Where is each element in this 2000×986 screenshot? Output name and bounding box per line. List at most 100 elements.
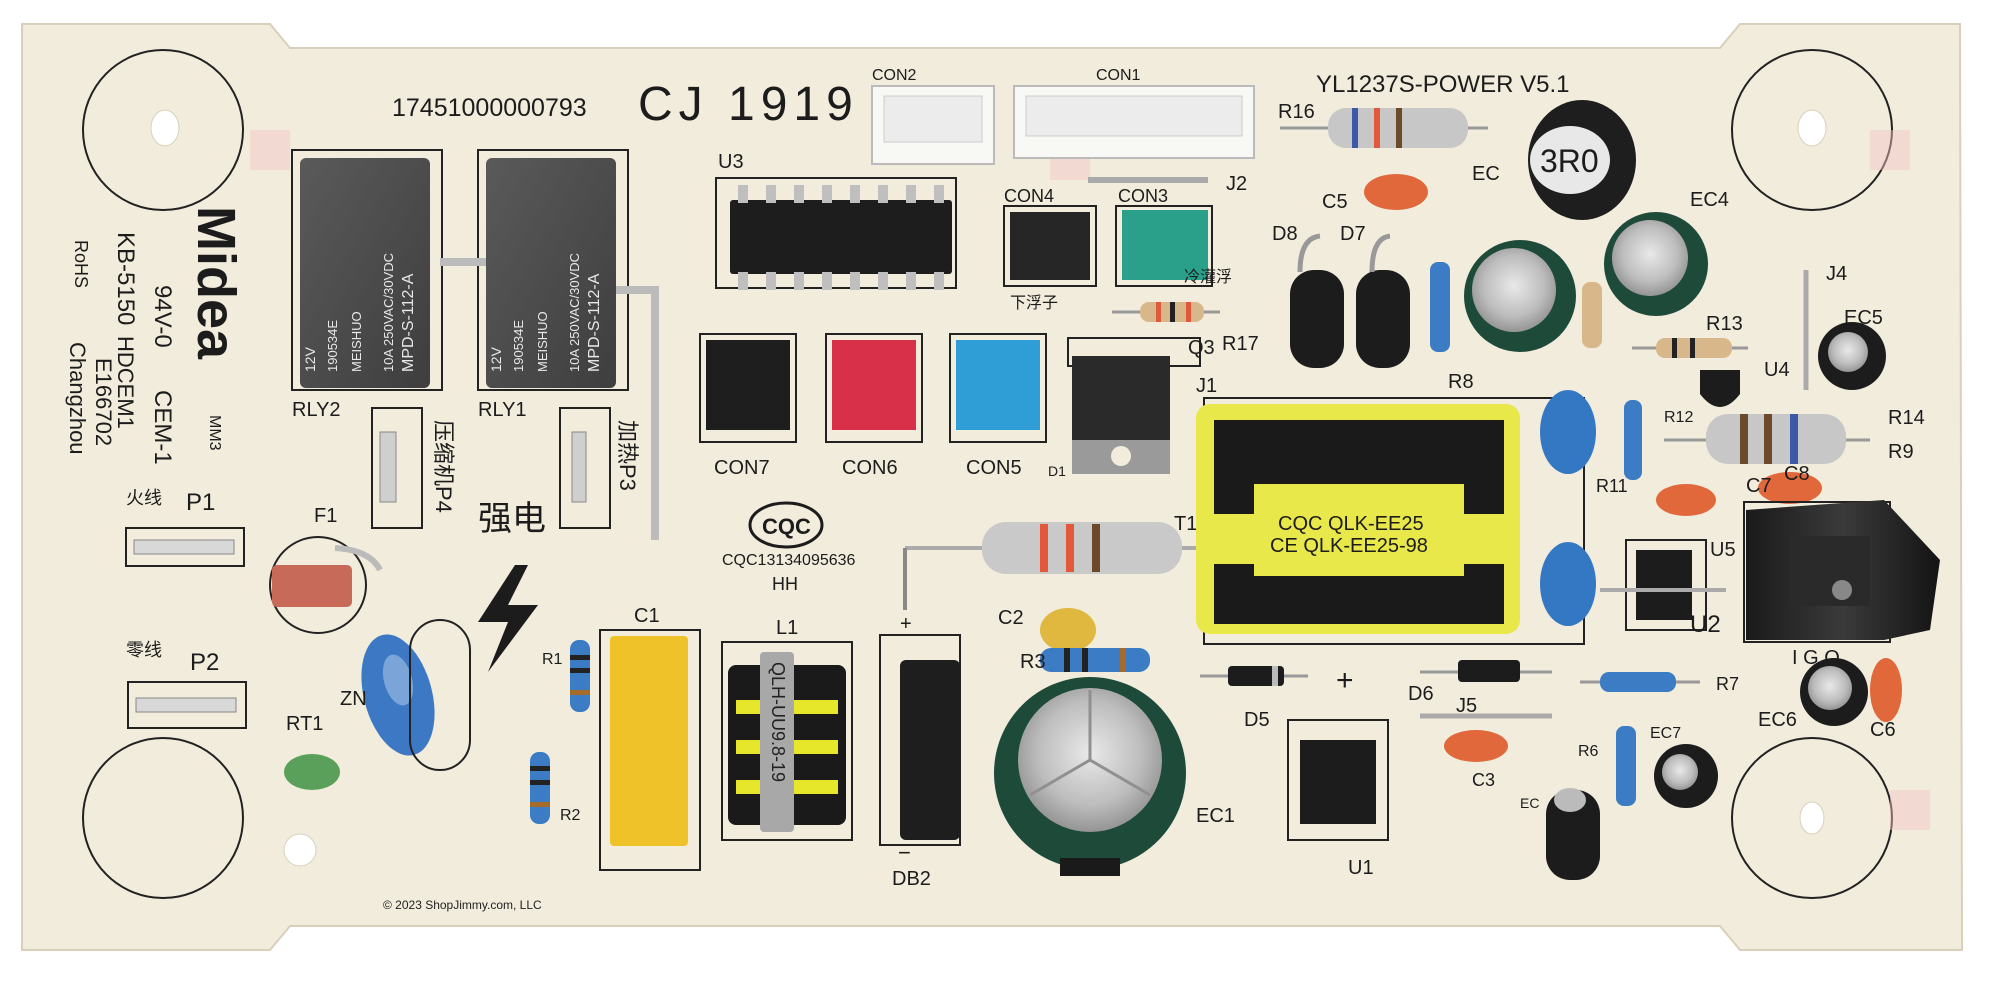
mounting-holes	[82, 49, 1893, 899]
optocoupler-u2	[1636, 550, 1692, 620]
d1-label: D1	[1048, 463, 1066, 479]
ec4-label: EC4	[1690, 189, 1729, 211]
p1-label: P1	[186, 489, 215, 516]
q3-label: Q3	[1188, 337, 1215, 359]
r3-label: R3	[1020, 651, 1046, 673]
d8-label: D8	[1272, 223, 1298, 245]
c6-label: C6	[1870, 719, 1896, 741]
resistor-r6	[1616, 726, 1636, 806]
d7-label: D7	[1340, 223, 1366, 245]
ul-text: HDCEM1	[113, 336, 138, 429]
r13-label: R13	[1706, 313, 1743, 335]
x-capacitor-c1	[610, 636, 688, 846]
r8-label: R8	[1448, 371, 1474, 393]
p2-label: P2	[190, 649, 219, 676]
rly1-rating: 10A 250VAC/30VDC	[567, 253, 582, 372]
r17-label: R17	[1222, 333, 1259, 355]
relay-rly1: 12V 190534E MEISHUO 10A 250VAC/30VDC MPD…	[486, 158, 616, 388]
con5-label: CON5	[966, 457, 1022, 479]
inductor-3r0-text: 3R0	[1540, 143, 1599, 179]
neutral-wire-label: 零线	[126, 640, 162, 660]
resistor-r14	[1664, 414, 1870, 464]
j4-label: J4	[1826, 263, 1847, 285]
cem-text: CEM-1	[149, 390, 176, 465]
diode-d5	[1200, 666, 1308, 686]
ic-u1	[1300, 740, 1376, 824]
rly1-volt: 12V	[488, 346, 504, 372]
float-label: 下浮子	[1010, 294, 1058, 312]
zn-label: ZN	[340, 688, 367, 710]
ic-u3	[730, 200, 952, 274]
resistor-r3	[1040, 648, 1150, 672]
r1-label: R1	[542, 651, 563, 668]
copyright-text: © 2023 ShopJimmy.com, LLC	[383, 898, 542, 912]
cqc-logo	[748, 501, 824, 549]
d6-label: D6	[1408, 683, 1434, 705]
connector-con4	[1010, 212, 1090, 280]
cold-float-label: 冷灌浮	[1184, 268, 1232, 286]
ec1-label: EC1	[1196, 805, 1235, 827]
cqc-number: CQC13134095636	[722, 552, 856, 569]
con4-label: CON4	[1004, 186, 1054, 206]
diode-d8	[1290, 270, 1344, 368]
resistor-r7	[1580, 672, 1700, 692]
resistor-big	[905, 522, 1200, 574]
serial-number: 17451000000793	[392, 94, 587, 122]
u2-label: U2	[1690, 611, 1721, 638]
u3-label: U3	[718, 151, 744, 173]
j5-label: J5	[1456, 695, 1477, 717]
rly2-label: RLY2	[292, 399, 341, 421]
con7-label: CON7	[714, 457, 770, 479]
c5-label: C5	[1322, 191, 1348, 213]
rly2-part: MPD-S-112-A	[400, 273, 417, 372]
heater-label: 加热P3	[615, 420, 640, 491]
j2-label: J2	[1226, 173, 1247, 195]
svg-text:+: +	[1336, 664, 1354, 697]
resistor-r1	[570, 640, 590, 712]
thermistor-rt1	[284, 754, 340, 790]
rly2-code: 190534E	[325, 320, 340, 372]
midea-logo: Midea	[186, 206, 246, 360]
city-text: Changzhou	[65, 342, 90, 455]
d5-label: D5	[1244, 709, 1270, 731]
ec7-label: EC7	[1650, 725, 1681, 742]
con1-label: CON1	[1096, 67, 1141, 84]
r16-label: R16	[1278, 101, 1315, 123]
c2-label: C2	[998, 607, 1024, 629]
r14-label: R14	[1888, 407, 1925, 429]
rohs-text: RoHS	[71, 240, 91, 288]
ec-small-label: EC	[1520, 795, 1539, 811]
rt1-label: RT1	[286, 713, 323, 735]
lot-code: CJ 1919	[638, 78, 859, 131]
capacitor-c6	[1870, 658, 1902, 722]
resistor-r13	[1632, 338, 1748, 358]
rly2-rating: 10A 250VAC/30VDC	[381, 253, 396, 372]
transformer-t1	[1196, 404, 1520, 634]
r11-label: R11	[1596, 476, 1628, 496]
capacitor-c2	[1040, 608, 1096, 652]
rly1-part: MPD-S-112-A	[586, 273, 603, 372]
svg-text:+: +	[900, 613, 912, 635]
c1-label: C1	[634, 605, 660, 627]
capacitor-c7	[1656, 484, 1716, 516]
high-voltage-label: 强电	[478, 500, 546, 538]
capacitor-c5	[1364, 174, 1428, 210]
inductor-marking: QLH-UU9.8-19	[768, 662, 788, 782]
r12-label: R12	[1664, 409, 1693, 426]
con2-label: CON2	[872, 67, 917, 84]
cqc-mark: CQC	[762, 514, 811, 539]
capacitor-c3	[1444, 730, 1508, 762]
rly1-label: RLY1	[478, 399, 527, 421]
resistor-r2	[530, 752, 550, 824]
u4-label: U4	[1764, 359, 1790, 381]
f1-label: F1	[314, 505, 337, 527]
resistor-r17	[1112, 302, 1220, 322]
con6-label: CON6	[842, 457, 898, 479]
ec6-label: EC6	[1758, 709, 1797, 731]
connector-con5	[956, 340, 1040, 430]
c8-label: C8	[1784, 463, 1810, 485]
transformer-line1: CQC QLK-EE25	[1278, 513, 1424, 535]
resistor-r16	[1280, 108, 1488, 148]
